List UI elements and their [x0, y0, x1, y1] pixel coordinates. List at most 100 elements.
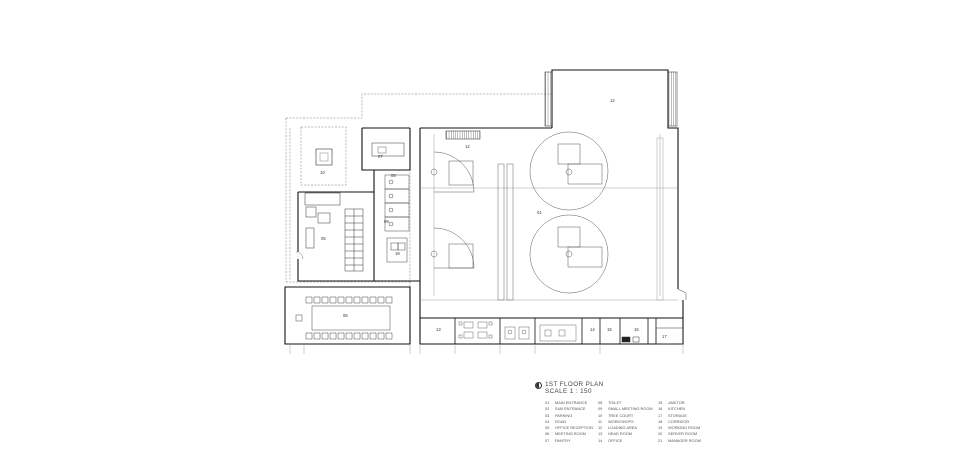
legend-item-label: CORRIDOR — [668, 418, 690, 424]
legend-item-number: 05 — [545, 425, 550, 431]
room-labels: 01 05 06 07 08 09 10 12 12 13 14 15 16 1… — [320, 98, 667, 339]
legend-item-number: 20 — [658, 431, 663, 437]
room-label-08: 08 — [391, 173, 396, 178]
legend-item-number: 19 — [658, 425, 663, 431]
exterior-walls — [284, 69, 684, 345]
column-grid-ticks — [289, 344, 684, 354]
room-label-18: 18 — [395, 251, 400, 256]
legend-item: 11 WORKSHOPS — [598, 419, 660, 425]
reception-block — [295, 192, 364, 272]
legend-item-number: 10 — [598, 412, 603, 418]
north-arrow-icon — [535, 382, 542, 389]
room-label-13: 13 — [436, 327, 441, 332]
legend-item-label: MAIN ENTRANCE — [555, 400, 588, 405]
legend-item: 14 OFFICE — [598, 438, 660, 444]
pantry-sink — [377, 146, 387, 154]
legend-item-label: HEAD ROOM — [608, 431, 632, 437]
legend-item-label: TOILET — [608, 400, 622, 405]
plan-legend: 1ST FLOOR PLAN SCALE 1 : 150 01 MAIN ENTR… — [535, 381, 735, 444]
legend-item-label: SUB ENTRANCE — [555, 406, 586, 412]
legend-item: 08 TOILET — [598, 400, 660, 406]
south-row-partitions — [454, 318, 657, 344]
legend-item-label: PARKING — [555, 412, 573, 418]
legend-item: 17 STORAGE — [658, 413, 720, 419]
legend-item: 19 WORKING ROOM — [658, 425, 720, 431]
workshop-grid-lines — [420, 134, 678, 301]
legend-item-number: 07 — [545, 437, 550, 443]
room-label-10: 10 — [320, 170, 325, 175]
room-label-17: 17 — [662, 334, 667, 339]
legend-item: 12 LOADING AREA — [598, 425, 660, 431]
legend-item-number: 18 — [658, 418, 663, 424]
legend-item: 03 PARKING — [545, 413, 607, 419]
room-label-12a: 12 — [610, 98, 615, 103]
legend-item-label: PANTRY — [555, 437, 571, 443]
toilet-cubicles — [384, 174, 410, 263]
room-label-06: 06 — [343, 313, 348, 318]
pantry-counter — [371, 142, 405, 157]
room-label-07: 07 — [378, 154, 383, 159]
legend-item-number: 04 — [545, 418, 550, 424]
legend-item-number: 11 — [598, 418, 603, 424]
legend-item-label: LOADING AREA — [608, 425, 637, 431]
legend-item: 18 CORRIDOR — [658, 419, 720, 425]
legend-item-label: MANAGER ROOM — [668, 437, 701, 443]
legend-item-label: STORAGE — [668, 412, 687, 418]
legend-item-label: KITCHEN — [668, 406, 686, 412]
legend-item-label: WORKING ROOM — [668, 425, 701, 431]
tree-court-planter — [315, 148, 333, 166]
canopy-hatch — [445, 130, 481, 140]
legend-item: 10 TREE COURT — [598, 413, 660, 419]
legend-item-label: WORKSHOPS — [608, 418, 634, 424]
legend-item-number: 17 — [658, 412, 663, 418]
canopy-outline — [285, 93, 552, 294]
legend-item-label: MEETING ROOM — [555, 431, 586, 437]
small-meeting-chairs — [458, 321, 493, 339]
legend-item-number: 02 — [545, 406, 550, 412]
loading-dock-hatch-right — [667, 71, 678, 127]
legend-item-label: SMALL MEETING ROOM — [608, 406, 653, 412]
legend-item-number: 01 — [545, 400, 550, 405]
legend-item: 02 SUB ENTRANCE — [545, 406, 607, 412]
room-label-09: 09 — [384, 219, 389, 224]
south-toilets — [504, 324, 577, 342]
legend-item-label: TREE COURT — [608, 412, 634, 418]
room-label-05: 05 — [321, 236, 326, 241]
room-label-01: 01 — [537, 210, 542, 215]
main-door-swing — [677, 288, 687, 300]
legend-item-number: 15 — [658, 400, 663, 405]
legend-item-number: 14 — [598, 437, 603, 443]
legend-item-number: 03 — [545, 412, 550, 418]
legend-item-number: 06 — [545, 431, 550, 437]
legend-item: 15 JANITOR — [658, 400, 720, 406]
legend-item: 05 OFFICE RECEPTION — [545, 425, 607, 431]
legend-item-number: 08 — [598, 400, 603, 405]
legend-item-number: 13 — [598, 431, 603, 437]
room-label-12b: 12 — [465, 144, 470, 149]
legend-item-label: OFFICE RECEPTION — [555, 425, 594, 431]
room-label-14: 14 — [590, 327, 595, 332]
legend-item: 13 HEAD ROOM — [598, 431, 660, 437]
workbenches — [497, 137, 664, 301]
legend-item-number: 12 — [598, 425, 603, 431]
legend-item: 07 PANTRY — [545, 438, 607, 444]
plan-scale: SCALE 1 : 150 — [545, 388, 592, 395]
legend-item: 16 KITCHEN — [658, 406, 720, 412]
tree-court-planter-inner — [319, 152, 329, 162]
legend-item-label: JANITOR — [668, 400, 685, 405]
legend-item-number: 16 — [658, 406, 663, 412]
legend-item-label: OFFICE — [608, 437, 623, 443]
legend-column: 15 JANITOR 16 KITCHEN 17 STORAGE 18 CORRIDOR 19 W… — [658, 400, 720, 444]
storage-outline — [655, 327, 684, 345]
room-label-16: 16 — [634, 327, 639, 332]
machine-swing-areas — [430, 131, 609, 294]
legend-item: 01 MAIN ENTRANCE — [545, 400, 607, 406]
plan-title: 1ST FLOOR PLAN — [545, 381, 604, 388]
legend-item-number: 21 — [658, 437, 663, 443]
legend-item: 21 MANAGER ROOM — [658, 438, 720, 444]
